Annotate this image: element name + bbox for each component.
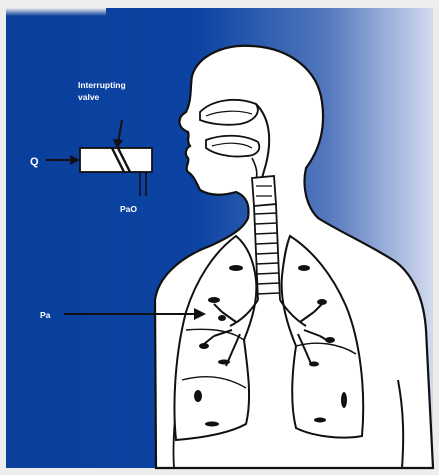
pressure-ao-label: PaO [120, 204, 137, 214]
flow-label: Q [30, 156, 39, 168]
larynx [252, 176, 276, 206]
valve-label-line2: valve [78, 92, 100, 102]
panel-top-fade [6, 8, 106, 16]
interrupting-valve [80, 148, 152, 172]
pressure-alv-label: Pa [40, 310, 51, 320]
valve-label-line1: Interrupting [78, 80, 126, 90]
